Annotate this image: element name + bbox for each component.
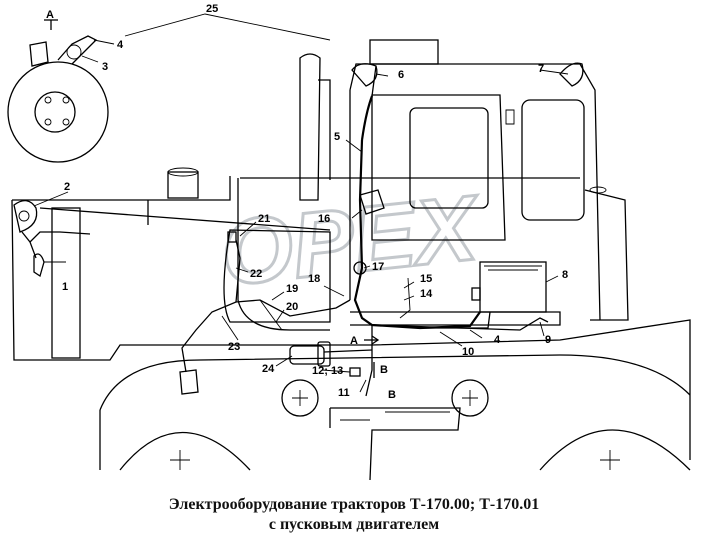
caption-line-1: Электрооборудование тракторов Т-170.00; … bbox=[168, 496, 540, 513]
view-a-inset: А bbox=[7, 9, 109, 163]
callout-4-top: 4 bbox=[117, 39, 124, 51]
callout-11: 11 bbox=[338, 387, 350, 399]
callout-25: 25 bbox=[124, 3, 331, 41]
callout-10: 10 bbox=[462, 346, 474, 358]
callout-12-13: 12; 13 bbox=[312, 365, 343, 377]
callout-labels: 1 2 3 4 5 6 7 8 9 10 4 11 12; 13 14 15 1… bbox=[62, 39, 568, 401]
callout-9: 9 bbox=[545, 334, 551, 346]
svg-text:25: 25 bbox=[206, 3, 218, 15]
callout-2: 2 bbox=[64, 181, 70, 193]
watermark: OPEX bbox=[216, 177, 486, 306]
callout-21: 21 bbox=[258, 213, 270, 225]
callout-18: 18 bbox=[308, 273, 320, 285]
callout-17: 17 bbox=[372, 261, 384, 273]
callout-20: 20 bbox=[286, 301, 298, 313]
view-a-arrow-label: А bbox=[350, 335, 358, 347]
callout-16: 16 bbox=[318, 213, 330, 225]
callout-7: 7 bbox=[538, 63, 544, 75]
callout-5: 5 bbox=[334, 131, 340, 143]
view-b-section-label: В bbox=[388, 389, 396, 401]
callout-19: 19 bbox=[286, 283, 298, 295]
callout-3: 3 bbox=[102, 61, 108, 73]
leader-lines bbox=[33, 39, 569, 393]
components bbox=[13, 62, 584, 395]
view-b-arrow-label: В bbox=[380, 364, 388, 376]
view-a-title: А bbox=[46, 9, 54, 21]
callout-14: 14 bbox=[420, 288, 433, 300]
caption-line-2: с пусковым двигателем bbox=[268, 516, 440, 533]
callout-8: 8 bbox=[562, 269, 568, 281]
wiring-harness bbox=[21, 65, 549, 397]
callout-15: 15 bbox=[420, 273, 432, 285]
callout-6: 6 bbox=[398, 69, 404, 81]
callout-22: 22 bbox=[250, 268, 262, 280]
callout-23: 23 bbox=[228, 341, 240, 353]
callout-24: 24 bbox=[262, 363, 275, 375]
callout-4-bottom: 4 bbox=[494, 334, 501, 346]
callout-1: 1 bbox=[62, 281, 68, 293]
